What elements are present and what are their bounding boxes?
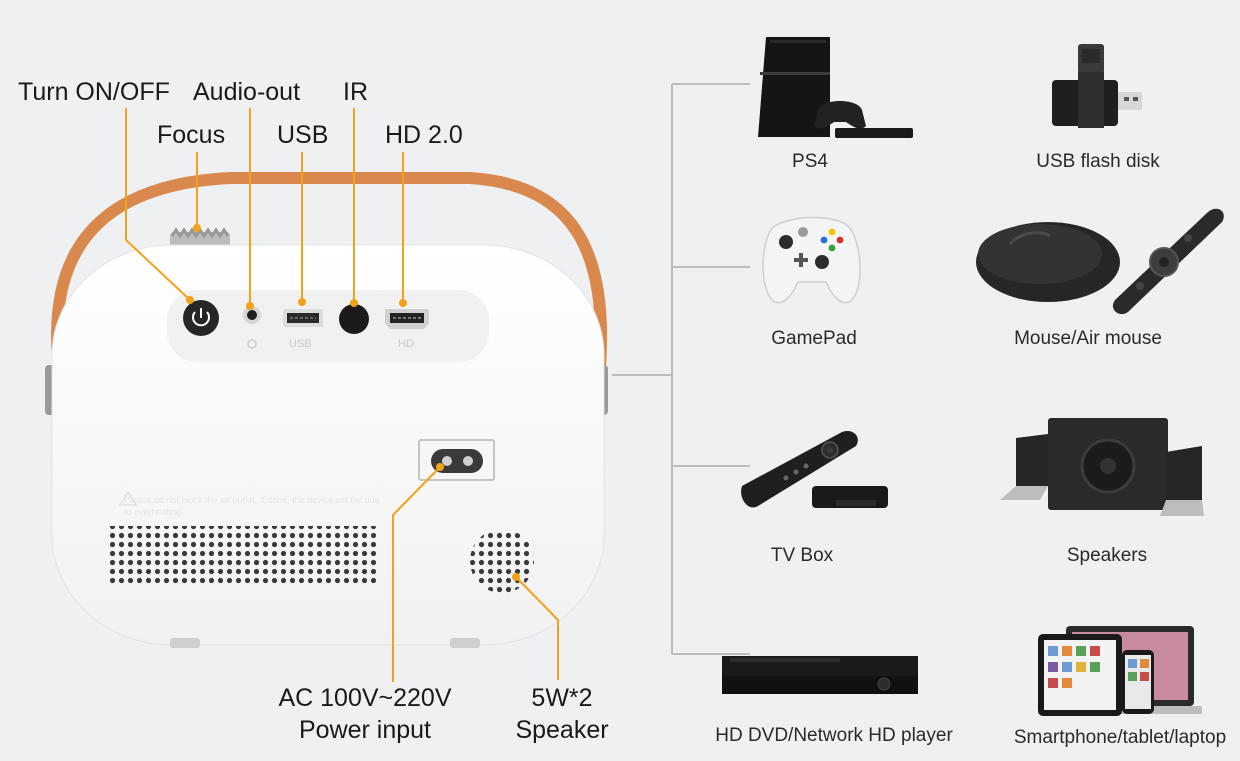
device-label-speakers: Speakers (1066, 545, 1148, 566)
turn-on-off-label: Turn ON/OFF (18, 78, 170, 106)
panel-hd-label: HD (398, 338, 414, 350)
ir-label: IR (343, 78, 368, 106)
laptop-tablet-phone-icon (1038, 626, 1202, 716)
speaker-line1: 5W*2 (531, 684, 593, 712)
device-label-ps4: PS4 (792, 151, 828, 172)
ir-sensor (339, 304, 369, 334)
usb-flash-disk-icon (1052, 44, 1142, 128)
focus-label: Focus (157, 121, 226, 149)
audio-jack (243, 306, 261, 349)
power-input-label: AC 100V~220V Power input (260, 682, 470, 746)
gamepad-icon (762, 216, 861, 304)
connection-tree (612, 83, 750, 655)
power-input-line2: Power input (298, 716, 432, 744)
tv-box-remote-icon (741, 430, 888, 508)
speakers-icon (1000, 418, 1204, 516)
power-socket (418, 439, 495, 481)
power-button (183, 300, 219, 336)
device-label-smartphone-tablet-laptop: Smartphone/tablet/laptop (1013, 727, 1227, 748)
projector-handle (51, 172, 608, 396)
left-speaker-grille (106, 526, 378, 584)
device-label-gamepad: GamePad (771, 328, 857, 349)
hd-port (385, 309, 429, 329)
ps4-console-icon (758, 37, 913, 138)
device-label-usb-flash-disk: USB flash disk (1036, 151, 1160, 172)
mouse-icon (976, 208, 1224, 315)
usb-port (283, 309, 323, 327)
audio-out-label: Audio-out (193, 78, 301, 106)
device-label-tv-box: TV Box (770, 545, 834, 566)
speaker-label: 5W*2 Speaker (500, 682, 624, 746)
callout-lines (125, 108, 559, 682)
panel-usb-label: USB (289, 338, 312, 350)
speaker-line2: Speaker (515, 716, 609, 744)
right-speaker-grille (470, 529, 534, 593)
usb-label: USB (277, 121, 329, 149)
device-label-mouse: Mouse/Air mouse (1014, 328, 1162, 349)
dvd-player-icon (722, 656, 918, 694)
power-input-line1: AC 100V~220V (278, 684, 452, 712)
hd-label: HD 2.0 (385, 121, 463, 149)
warning-text: Please do not block the air outlet. If d… (124, 495, 380, 517)
device-label-dvd-player: HD DVD/Network HD player (715, 725, 953, 746)
projector (45, 172, 608, 648)
